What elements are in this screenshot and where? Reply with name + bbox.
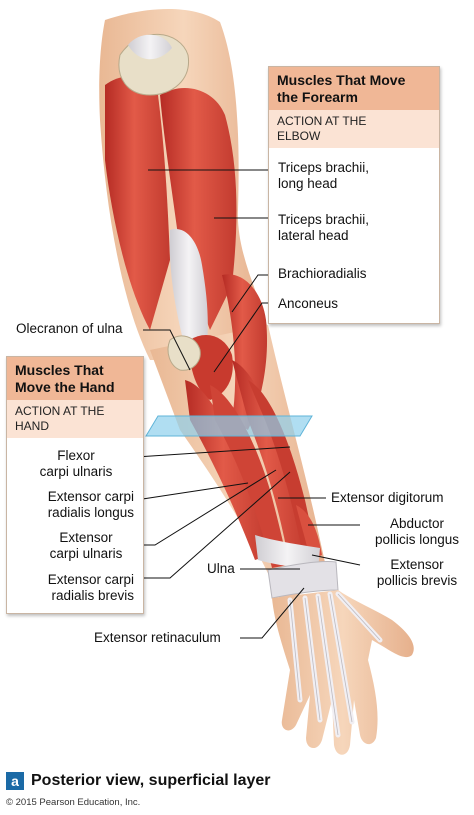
leader-extensor-pb [311,554,361,566]
label-apl-line1: Abductor [389,516,445,531]
label-triceps-lateral-line2: lateral head [278,228,349,243]
hand-tendon-outlines [289,593,381,736]
label-fcu-line1: Flexor [57,448,95,463]
label-epb-line1: Extensor [390,557,444,572]
copyright-notice: © 2015 Pearson Education, Inc. [6,797,141,808]
forearm-panel-header: Muscles That Move the Forearm [269,67,439,110]
label-extensor-carpi-radialis-brevis: Extensor carpi radialis brevis [18,572,134,604]
leader-ecr-brevis [136,471,291,579]
label-extensor-digitorum: Extensor digitorum [331,490,444,505]
label-extensor-retinaculum: Extensor retinaculum [94,630,221,645]
label-fcu-line2: carpi ulnaris [39,464,113,479]
label-ecrl-line1: Extensor carpi [47,489,134,504]
label-ecu-line1: Extensor [59,530,113,545]
triceps-tendon [169,229,208,360]
forearm-muscles-panel: Muscles That Move the Forearm ACTION AT … [268,66,440,324]
leader-ecr-longus [135,482,249,501]
abductor-pollicis-muscle [296,505,322,560]
label-epb-line2: pollicis brevis [376,573,458,588]
label-anconeus: Anconeus [278,296,339,311]
label-ecrb-line1: Extensor carpi [47,572,134,587]
hand-panel-header: Muscles That Move the Hand [7,357,143,400]
leader-olecranon [143,329,191,371]
hand-panel-subheader: ACTION AT THE HAND [7,400,143,438]
caption-text: Posterior view, superficial layer [31,772,271,789]
label-brachioradialis: Brachioradialis [278,266,367,281]
triceps-long-head [105,76,170,330]
forearm-panel-subtitle-2: ELBOW [277,129,321,143]
label-ecrb-line2: radialis brevis [51,588,134,603]
section-plane [145,415,313,437]
leader-extensor-retinaculum [240,587,305,639]
label-triceps-lateral-head: Triceps brachii, lateral head [278,212,369,244]
extensor-digitorum-muscle [232,360,308,568]
panel-letter-badge: a [6,772,24,790]
forearm-tendons [255,535,320,570]
figure-caption: a Posterior view, superficial layer [6,771,271,791]
label-extensor-carpi-ulnaris: Extensor carpi ulnaris [28,530,144,562]
hand-panel-subtitle-2: HAND [15,419,50,433]
label-flexor-carpi-ulnaris: Flexor carpi ulnaris [18,448,134,480]
olecranon-bone [167,335,201,371]
hand-panel-title-2: Move the Hand [15,379,115,395]
label-abductor-pollicis-longus: Abductor pollicis longus [362,516,472,548]
label-triceps-long-line1: Triceps brachii, [278,160,370,175]
forearm-panel-subheader: ACTION AT THE ELBOW [269,110,439,148]
triceps-lateral-head [160,87,237,330]
hand-panel-title-1: Muscles That [15,362,104,378]
shoulder-tendon [128,34,172,60]
leader-brachioradialis [231,274,272,313]
label-extensor-carpi-radialis-longus: Extensor carpi radialis longus [18,489,134,521]
label-extensor-pollicis-brevis: Extensor pollicis brevis [362,557,472,589]
forearm-panel-title-2: the Forearm [277,89,358,105]
hand-muscles-panel: Muscles That Move the Hand ACTION AT THE… [6,356,144,614]
label-ulna: Ulna [207,561,235,576]
label-olecranon-of-ulna: Olecranon of ulna [16,321,123,336]
hand-panel-subtitle-1: ACTION AT THE [15,404,105,418]
leader-flexor-carpi-ulnaris [135,446,291,458]
label-triceps-long-line2: long head [278,176,338,191]
label-triceps-long-head: Triceps brachii, long head [278,160,369,192]
label-triceps-lateral-line1: Triceps brachii, [278,212,370,227]
label-ecu-line2: carpi ulnaris [49,546,123,561]
forearm-panel-title-1: Muscles That Move [277,72,406,88]
label-apl-line2: pollicis longus [374,532,460,547]
label-ecrl-line2: radialis longus [47,505,134,520]
forearm-panel-subtitle-1: ACTION AT THE [277,114,367,128]
